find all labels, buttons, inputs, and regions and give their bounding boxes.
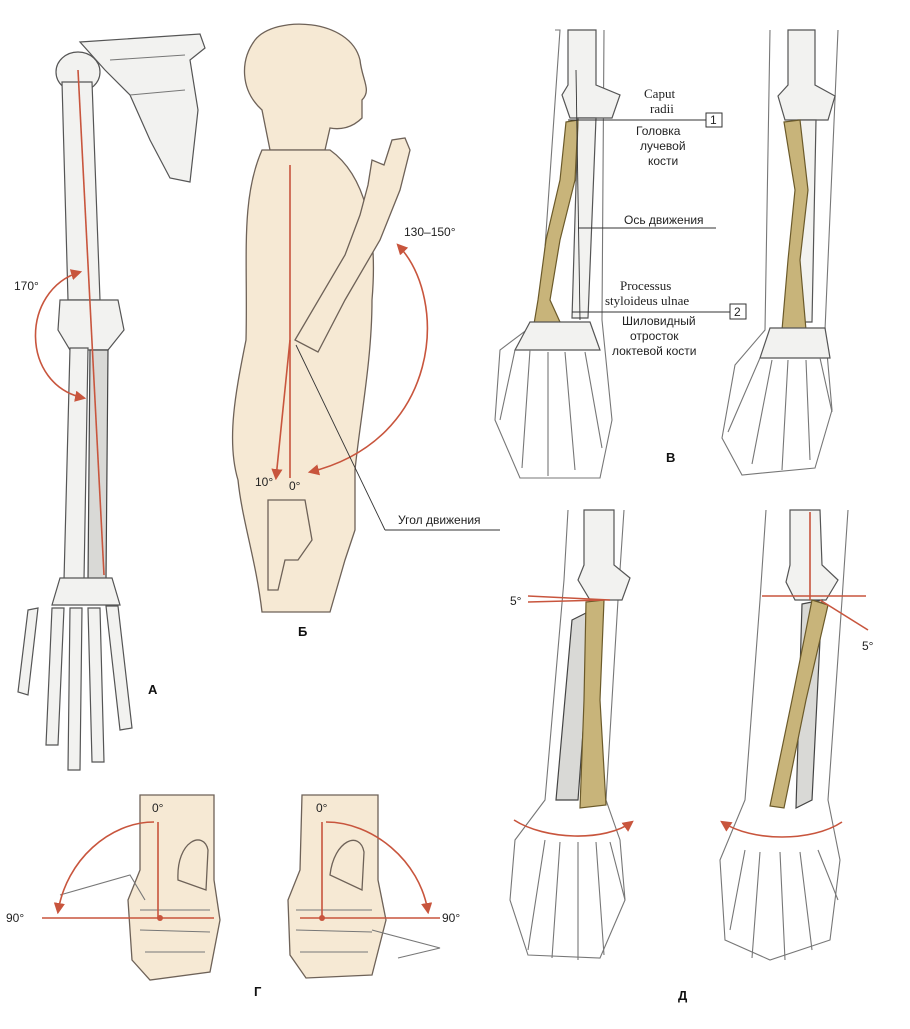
panel-g-left-arrow <box>53 821 155 915</box>
panel-a-rotation-arrow <box>34 269 87 402</box>
panel-b-angle-10: 10° <box>255 475 273 489</box>
panel-v-caput-latin-2: radii <box>650 101 674 116</box>
panel-g-left-top-label: 0° <box>152 801 164 815</box>
panel-v-proc-ru-1: Шиловидный <box>622 314 696 328</box>
panel-b-body-silhouette: 130–150° 10° 0° Угол движения Б <box>231 23 500 639</box>
panel-v-proc-latin-2: styloideus ulnae <box>605 293 689 308</box>
panel-v-proc-ru-2: отросток <box>630 329 679 343</box>
panel-b-angle-0: 0° <box>289 479 301 493</box>
panel-a-angle-label: 170° <box>14 279 39 293</box>
panel-b-caption: Угол движения <box>398 513 481 527</box>
panel-v-box-1: 1 <box>710 113 717 127</box>
panel-b-letter: Б <box>298 624 307 639</box>
panel-d-letter: Д <box>678 988 688 1003</box>
panel-a-axis-line <box>77 69 105 576</box>
panel-a-letter: А <box>148 682 158 697</box>
panel-g-left-side-label: 90° <box>6 911 24 925</box>
panel-v-proc-latin-1: Processus <box>620 278 671 293</box>
panel-v-caput-ru-2: лучевой <box>640 139 686 153</box>
panel-g-fist-rotation: 0° 90° 0° 90° Г <box>6 794 460 999</box>
panel-v-box-2: 2 <box>734 305 741 319</box>
panel-v-axis-label: Ось движения <box>624 213 704 227</box>
panel-v-caput-ru-1: Головка <box>636 124 681 138</box>
panel-d-right-arrow <box>720 820 843 838</box>
panel-b-angle-range: 130–150° <box>404 225 456 239</box>
panel-d-left-angle: 5° <box>510 594 522 608</box>
panel-v-letter: В <box>666 450 675 465</box>
panel-d-left-arrow <box>513 819 634 837</box>
panel-g-right-arrow <box>325 821 433 915</box>
panel-v-proc-ru-3: локтевой кости <box>612 344 696 358</box>
panel-v-caput-ru-3: кости <box>648 154 678 168</box>
panel-a-arm-skeleton: 170° А <box>14 33 206 771</box>
panel-v-caput-latin-1: Caput <box>644 86 675 101</box>
panel-d-forearm-rotation: 5° 5° Д <box>509 509 874 1003</box>
panel-b-rotation-arrow <box>307 243 429 476</box>
panel-g-right-side-label: 90° <box>442 911 460 925</box>
panel-g-right-top-label: 0° <box>316 801 328 815</box>
panel-d-right-angle: 5° <box>862 639 874 653</box>
panel-g-letter: Г <box>254 984 262 999</box>
panel-v-forearm-pronation: 1 Caput radii Головка лучевой кости Ось … <box>494 29 839 479</box>
